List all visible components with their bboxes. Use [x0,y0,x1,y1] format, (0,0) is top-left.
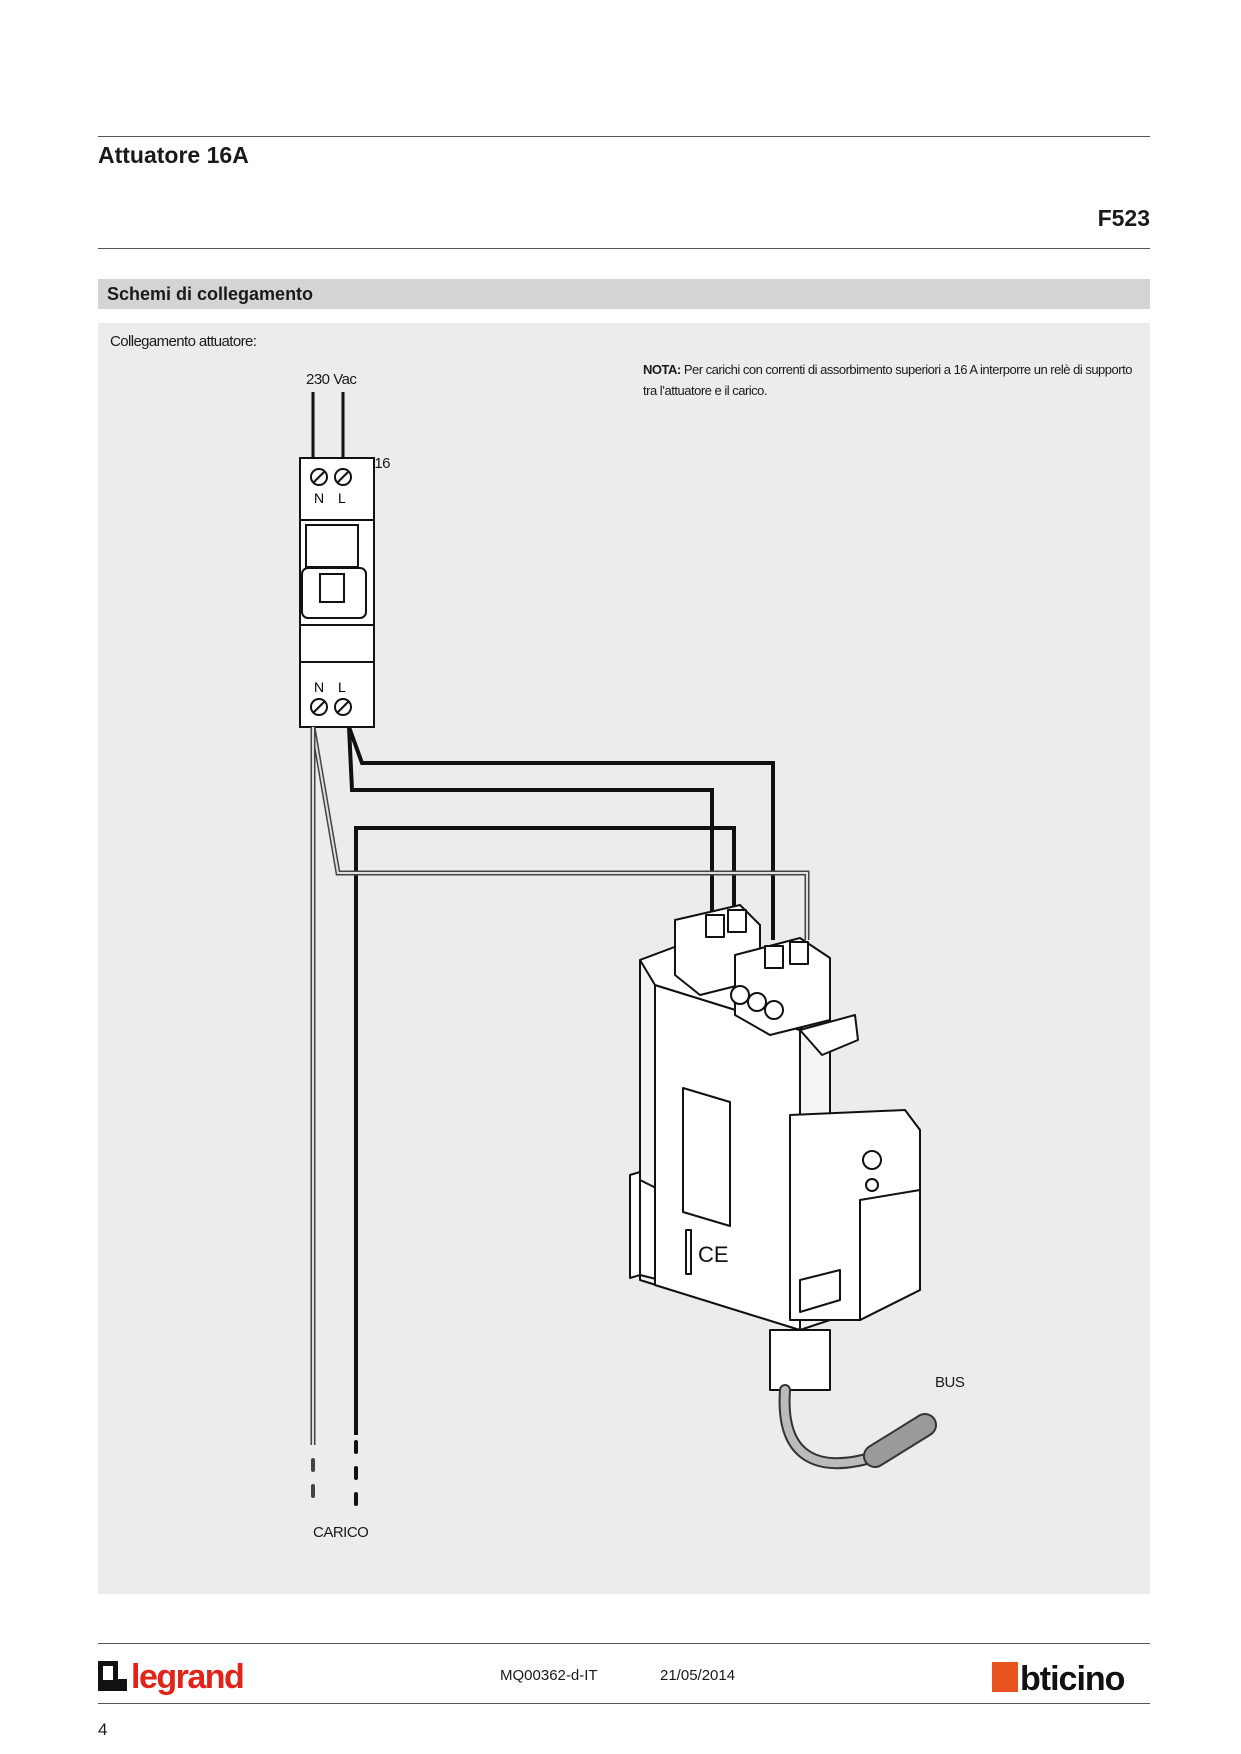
bticino-logo: bticino [992,1660,1126,1694]
supply-wires [311,392,345,458]
note-prefix: NOTA: [643,362,681,377]
legrand-wordmark: legrand [131,1658,243,1696]
top-rule [98,136,1150,137]
load-label: CARICO [313,1524,369,1541]
page-title: Attuatore 16A [98,142,249,168]
footer-top-rule [98,1643,1150,1644]
terminal-top-n: N [314,490,324,506]
section-bar [98,279,1150,309]
footer-bottom-rule [98,1703,1150,1704]
diagram-panel [98,323,1150,1594]
actuator-f523 [629,904,921,1391]
note-text: Per carichi con correnti di assorbimento… [643,362,1132,398]
terminal-bottom-n: N [314,679,324,695]
bticino-wordmark: bticino [1020,1660,1125,1694]
doc-code: MQ00362-d-IT [500,1667,598,1684]
legrand-logo: legrand [98,1658,245,1696]
ce-mark: CE [698,1242,729,1267]
terminal-bottom-l: L [338,679,346,695]
bus-label: BUS [935,1374,965,1391]
load-wire-dashes [311,1440,358,1506]
breaker-c16 [299,457,375,728]
bus-cable [778,1384,937,1470]
doc-date: 21/05/2014 [660,1667,736,1684]
header-rule [98,248,1150,249]
breaker-screws [310,468,352,716]
supply-label: 230 Vac [306,371,357,388]
diagram-subtitle: Collegamento attuatore: [110,333,257,350]
section-title: Schemi di collegamento [107,284,314,304]
terminal-top-l: L [338,490,346,506]
product-code: F523 [1097,205,1150,231]
note: NOTA: Per carichi con correnti di assorb… [643,359,1143,401]
page-number: 4 [98,1720,108,1739]
neutral-wire [310,726,810,1445]
